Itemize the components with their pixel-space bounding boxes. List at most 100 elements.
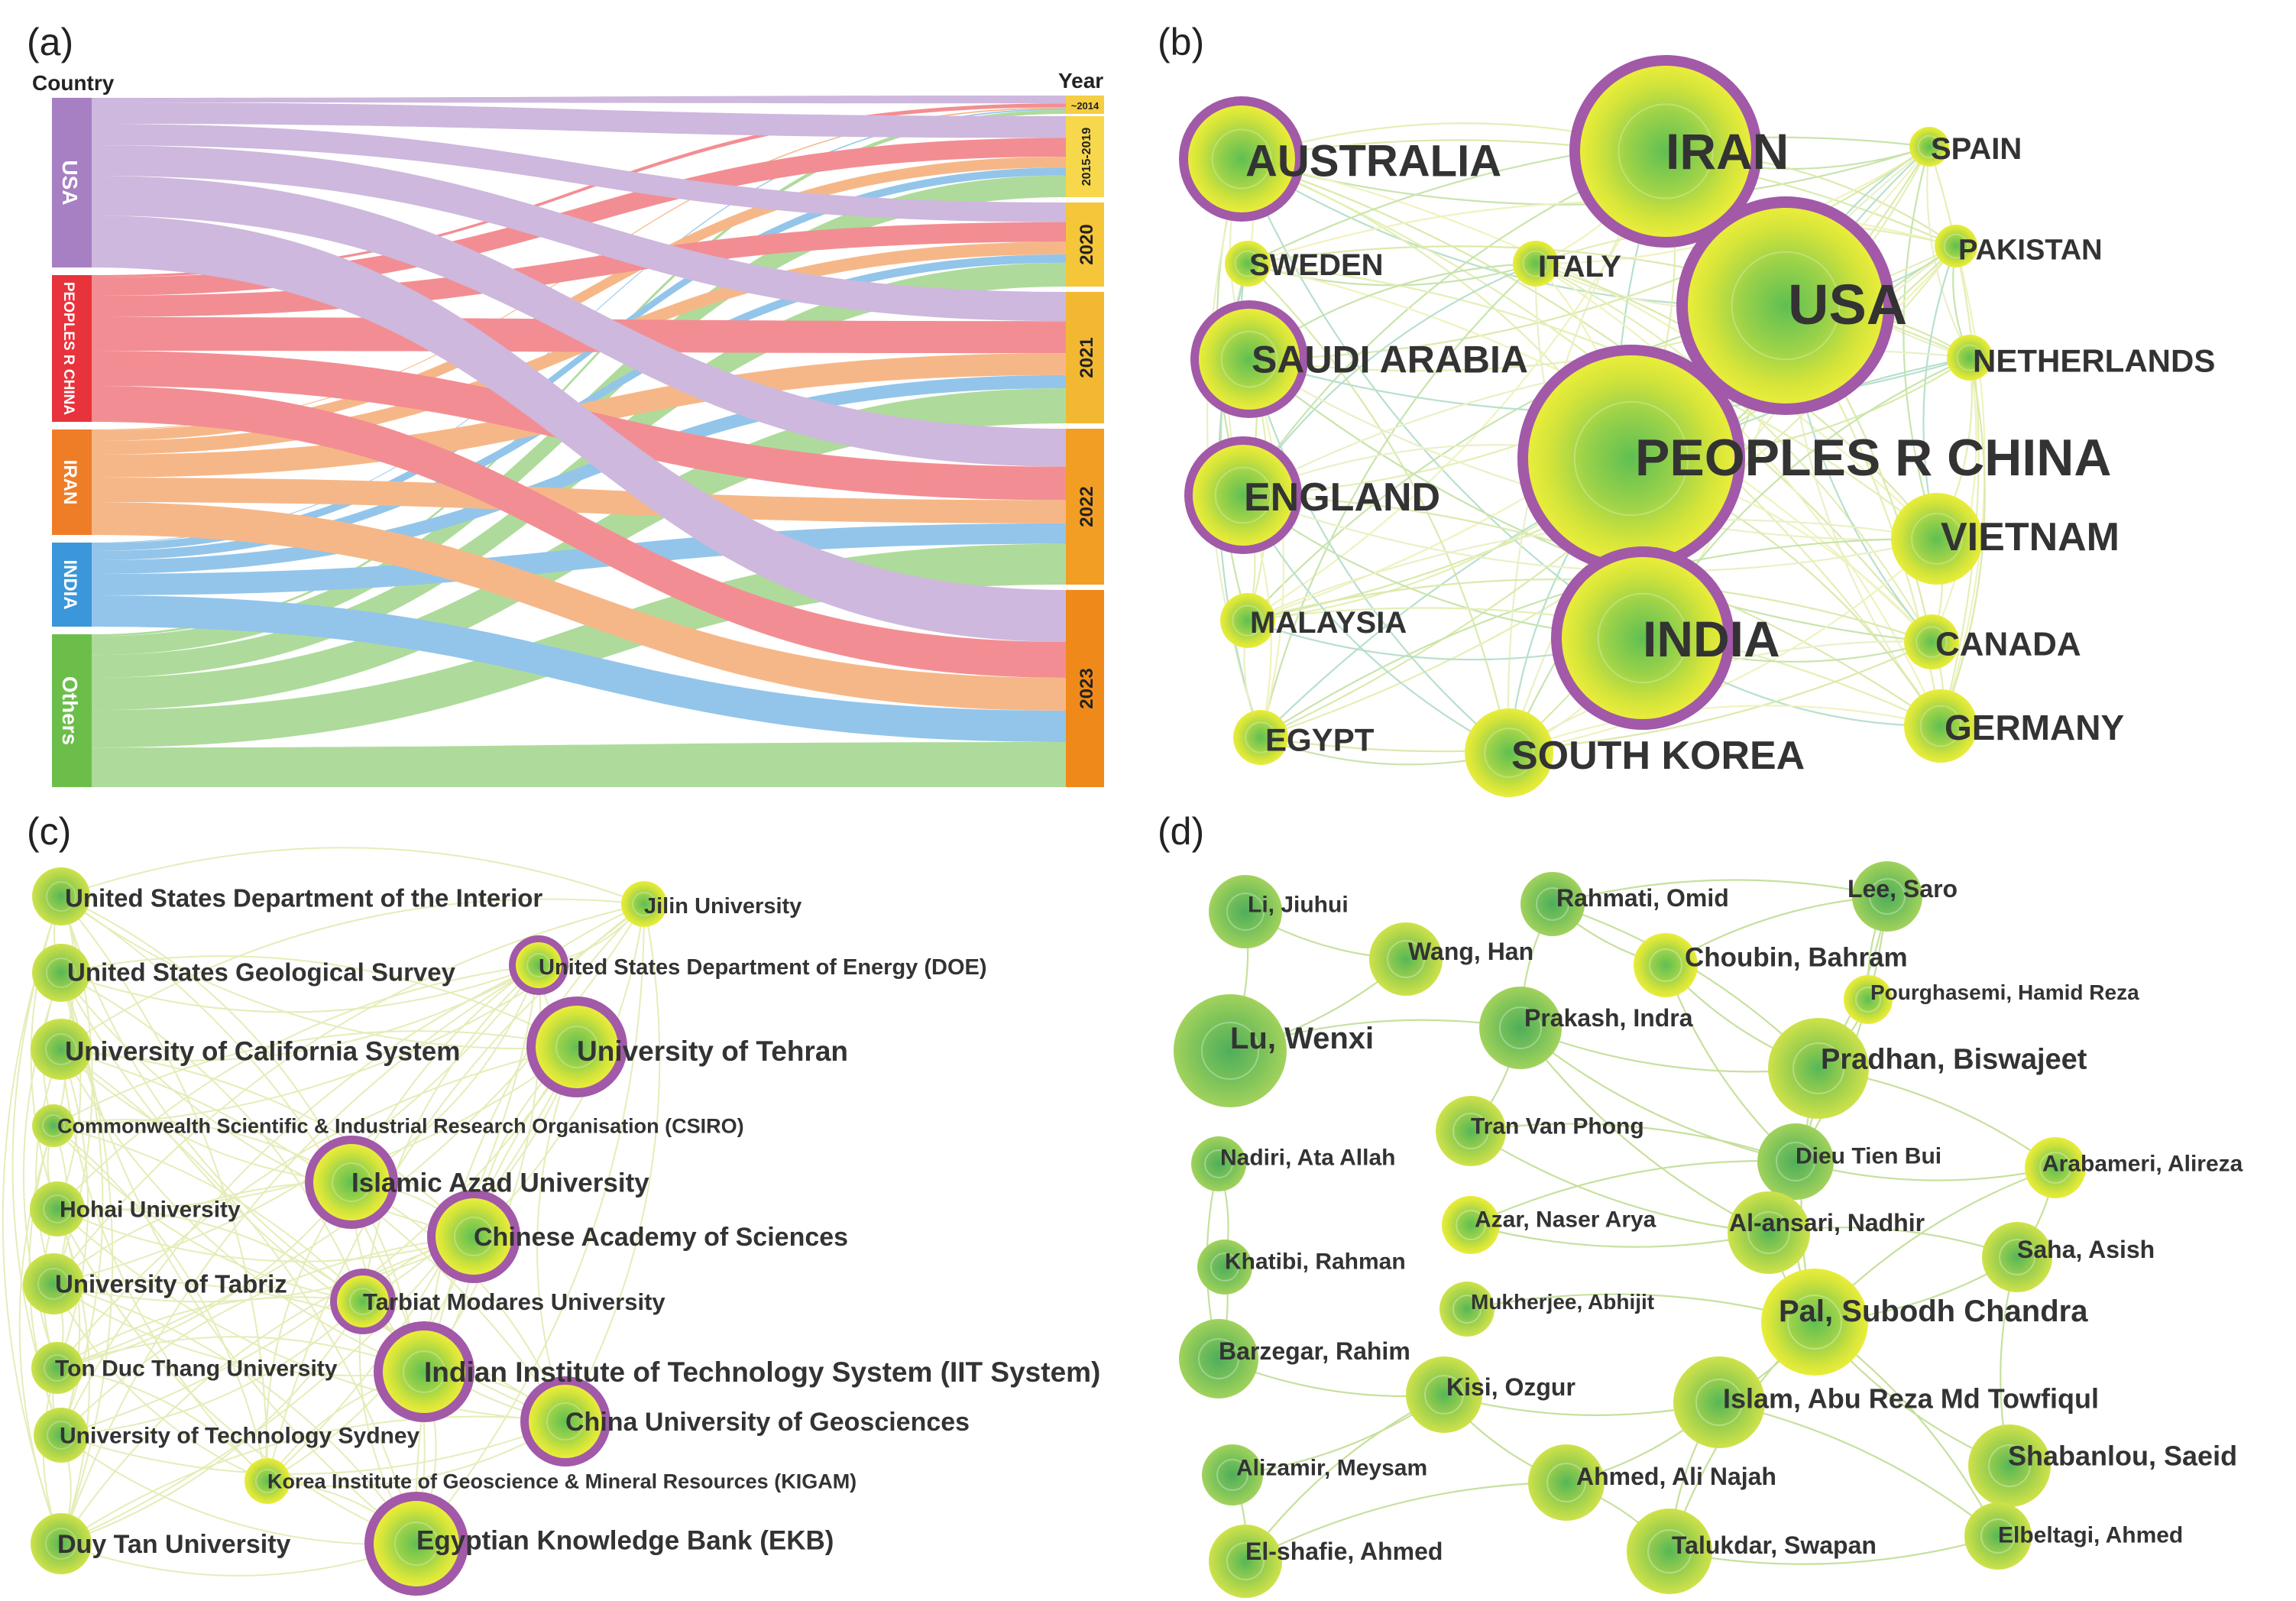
country-edge: [1248, 358, 1510, 754]
sankey-flow-peoples-r-china-2014: [92, 103, 1066, 277]
institution-label: Egyptian Knowledge Bank (EKB): [416, 1525, 834, 1555]
country-node-vietnam: [1891, 493, 1983, 585]
institution-node-inner-ring: [46, 881, 76, 912]
author-node-inner-ring: [1869, 878, 1906, 915]
country-edge: [1247, 263, 1511, 754]
author-node-lu-wenxi: [1174, 994, 1287, 1107]
institution-edge: [60, 1301, 364, 1436]
author-node-circle: [1844, 975, 1893, 1024]
institution-edge: [351, 903, 645, 1183]
institution-edge: [60, 1415, 566, 1544]
country-edge: [1260, 641, 1932, 753]
author-node-inner-ring: [2039, 1152, 2071, 1184]
author-node-circle: [1174, 994, 1287, 1107]
country-node-inner-ring: [1731, 251, 1841, 361]
country-node-circle: [1188, 105, 1295, 212]
country-node-usa: [52, 98, 92, 267]
institution-label: Commonwealth Scientific & Industrial Res…: [57, 1114, 744, 1137]
institution-edge: [423, 903, 645, 1373]
author-node-inner-ring: [1695, 1379, 1743, 1426]
country-node-inner-ring: [1573, 400, 1689, 517]
country-label-china: PEOPLES R CHINA: [60, 282, 76, 415]
country-node-inner-ring: [1956, 344, 1983, 371]
institution-node-inner-ring: [332, 1162, 371, 1202]
country-label-usa: USA: [1788, 273, 1907, 336]
institution-label: Islamic Azad University: [351, 1168, 649, 1198]
country-node-germany: [1904, 689, 1977, 763]
country-node-india: [52, 543, 92, 627]
author-node-circle: [1634, 933, 1698, 997]
author-node-circle: [1520, 872, 1585, 936]
country-node-circle: [1935, 225, 1977, 267]
author-node-circle: [1964, 1502, 2032, 1570]
author-node-mukherjee-abhijit: [1439, 1282, 1495, 1337]
country-node-iran: [52, 429, 92, 535]
institution-node-inner-ring: [349, 1288, 377, 1315]
sankey-flow-india-2021: [92, 374, 1066, 574]
author-edge: [1520, 1027, 1770, 1233]
institution-edge: [60, 847, 645, 905]
institution-edge: [18, 1125, 62, 1544]
institution-edge: [60, 1236, 474, 1436]
institution-edge: [60, 1421, 566, 1475]
institution-node-circle: [31, 1342, 83, 1394]
country-label-netherlands: NETHERLANDS: [1973, 343, 2215, 379]
author-node-choubin-bahram: [1634, 933, 1698, 997]
sankey-flow-others-2023: [92, 742, 1066, 787]
author-node-inner-ring: [1776, 1142, 1815, 1181]
author-node-inner-ring: [1988, 1444, 2031, 1487]
institution-edge: [60, 972, 417, 1544]
country-label-saudi-arabia: SAUDI ARABIA: [1252, 339, 1528, 381]
institution-node-circle: [244, 1458, 290, 1504]
country-label-india: INDIA: [60, 559, 80, 609]
institution-edge: [57, 1367, 268, 1482]
year-header: Year: [1058, 69, 1103, 92]
author-label: Li, Jiuhui: [1248, 893, 1349, 918]
country-node-circle: [1580, 66, 1751, 237]
author-node-inner-ring: [1201, 1022, 1259, 1080]
institution-node-united-states-department-of-the-interior: [32, 867, 90, 925]
author-node-elbeltagi-ahmed: [1964, 1502, 2032, 1570]
country-node-circle: [1233, 710, 1288, 765]
institution-node-inner-ring: [632, 892, 656, 916]
country-edge: [1930, 357, 1977, 643]
institution-node-united-states-department-of-energy-doe: [509, 935, 568, 995]
institution-label: Indian Institute of Technology System (I…: [424, 1356, 1100, 1388]
institution-node-korea-institute-of-geoscience-mineral-resources-kigam: [244, 1458, 290, 1504]
institution-node-tarbiat-modares-university: [330, 1269, 396, 1334]
country-label-spain: SPAIN: [1931, 132, 2022, 166]
country-node-england: [1184, 436, 1302, 554]
author-node-circle: [1852, 861, 1922, 932]
author-node-circle: [1757, 1123, 1834, 1200]
institution-label: Jilin University: [644, 894, 801, 919]
year-label-2023: 2023: [1077, 668, 1097, 708]
year-node-2014: [1066, 96, 1104, 114]
institution-node-inner-ring: [454, 1217, 494, 1256]
country-node-inner-ring: [1522, 250, 1550, 277]
country-label-sweden: SWEDEN: [1249, 248, 1384, 282]
author-label: Alizamir, Meysam: [1236, 1456, 1427, 1481]
sankey-flow-peoples-r-china-2015-2019: [92, 138, 1066, 296]
author-edge: [1669, 1535, 1999, 1565]
institution-node-circle: [374, 1501, 459, 1586]
institution-edge: [60, 1434, 417, 1545]
author-node-talukdar-swapan: [1627, 1509, 1712, 1594]
institution-edge: [57, 972, 82, 1210]
author-label: Rahmati, Omid: [1556, 884, 1729, 912]
institution-node-inner-ring: [42, 1114, 65, 1137]
institution-node-duy-tan-university: [31, 1513, 92, 1574]
country-edge: [1939, 357, 1986, 727]
author-node-inner-ring: [1546, 1463, 1586, 1502]
institution-node-united-states-geological-survey: [32, 944, 90, 1002]
author-node-circle: [1968, 1424, 2051, 1507]
institution-node-inner-ring: [46, 958, 76, 988]
country-node-inner-ring: [1234, 250, 1261, 277]
author-node-islam-abu-reza-md-towfiqul: [1673, 1356, 1765, 1448]
institution-node-inner-ring: [47, 1421, 76, 1450]
country-label-iran: IRAN: [60, 460, 80, 505]
sankey-flow-usa-2023: [92, 216, 1066, 642]
country-node-others: [52, 634, 92, 787]
sankey-flows: [92, 96, 1066, 787]
institution-node-inner-ring: [45, 1033, 77, 1065]
